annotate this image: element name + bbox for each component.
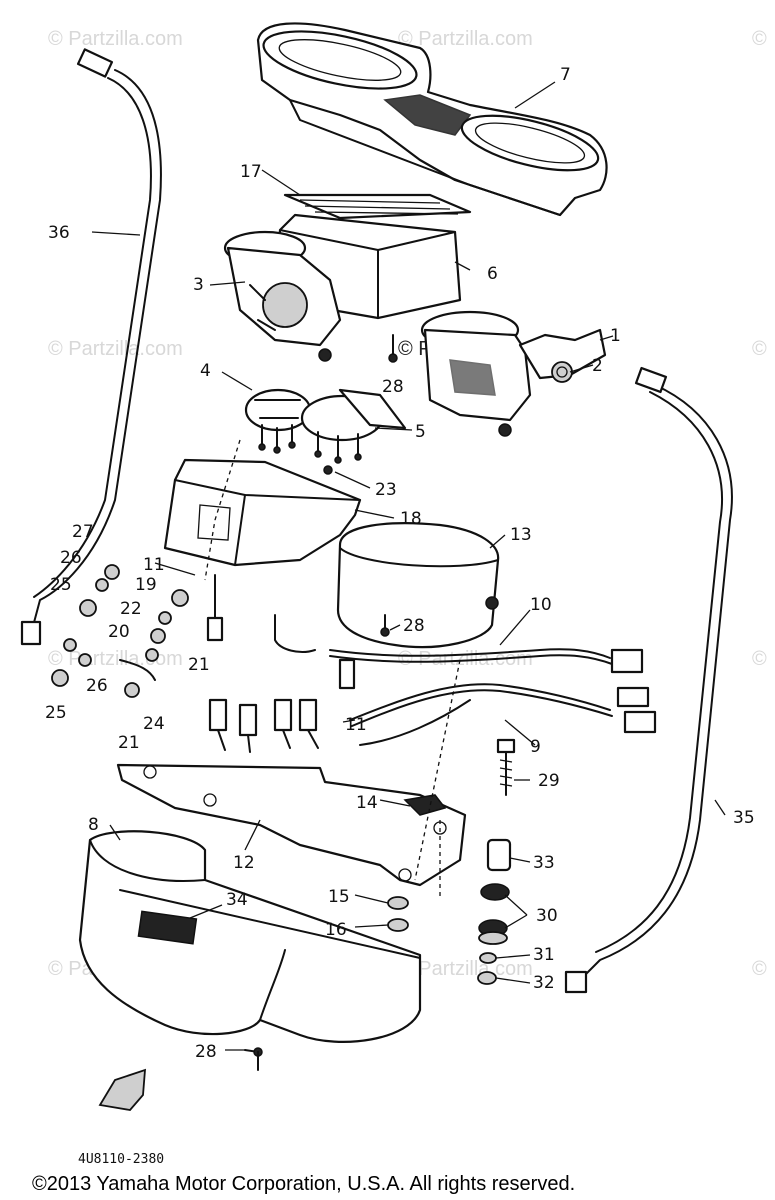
callout-24: 24: [143, 714, 165, 734]
gasket-part-17: [283, 193, 472, 220]
callout-17: 17: [240, 162, 262, 182]
meter-cable-part-35: [564, 366, 733, 994]
bolt-part-29: [496, 738, 516, 796]
watermark: ©: [752, 338, 767, 360]
callout-3: 3: [193, 275, 204, 295]
callout-26a: 26: [60, 548, 82, 568]
callout-26b: 26: [86, 676, 108, 696]
callout-7: 7: [560, 65, 571, 85]
callout-33: 33: [533, 853, 555, 873]
lamp-board-part-5: [300, 388, 407, 464]
callout-4: 4: [200, 361, 211, 381]
callout-9: 9: [530, 737, 541, 757]
lower-cover-part-8: [78, 830, 422, 1043]
meter-case-part-18: [163, 458, 362, 567]
callout-15: 15: [328, 887, 350, 907]
callout-25a: 25: [50, 575, 72, 595]
screw-part-28-lower: [244, 1047, 263, 1071]
front-arrow-mark: [98, 1068, 147, 1111]
watermark: ©: [752, 648, 767, 670]
bulb-socket-part-11-lower: [208, 698, 319, 753]
callout-20: 20: [108, 622, 130, 642]
washer-part-31: [479, 952, 497, 964]
callout-labels: 1 2 3 4 5 6 7 8 9 10 11 11 12 13 14 15 1…: [45, 65, 755, 1062]
wire-harness-part-9: [349, 683, 657, 746]
watermark: © Partzilla.com: [398, 958, 533, 980]
callout-25b: 25: [45, 703, 67, 723]
bulb-socket-part-11-upper: [206, 574, 356, 690]
callout-35: 35: [733, 808, 755, 828]
callout-14: 14: [356, 793, 378, 813]
callout-18: 18: [400, 509, 422, 529]
watermark: ©: [752, 958, 767, 980]
leader-lines: [91, 81, 726, 1051]
callout-11a: 11: [143, 555, 165, 575]
callout-34: 34: [226, 890, 248, 910]
callout-11b: 11: [345, 715, 367, 735]
washers-part-15-16: [387, 896, 409, 932]
damper-part-30: [478, 883, 510, 945]
callout-36: 36: [48, 223, 70, 243]
wire-harness-part-10: [329, 648, 644, 674]
screw-part-28-upper: [388, 334, 398, 363]
callout-28c: 28: [195, 1042, 217, 1062]
meter-top-cover-part-7: [256, 22, 608, 217]
emblem-part-34: [137, 910, 198, 945]
watermark: © Partzilla.com: [398, 28, 533, 50]
copyright-notice: ©2013 Yamaha Motor Corporation, U.S.A. A…: [32, 1173, 575, 1195]
callout-28a: 28: [382, 377, 404, 397]
callout-6: 6: [487, 264, 498, 284]
tachometer-fitting-part-2: [551, 361, 573, 383]
meter-bracket-part-12: [116, 763, 467, 887]
callout-32: 32: [533, 973, 555, 993]
diagram-code: 4U8110-2380: [78, 1152, 164, 1167]
tachometer-part-1: [420, 310, 607, 437]
meter-cable-part-36: [20, 48, 162, 646]
callout-10: 10: [530, 595, 552, 615]
small-parts-left: [51, 564, 189, 698]
callout-22: 22: [120, 599, 142, 619]
watermark: ©: [752, 28, 767, 50]
speedometer-part-3: [223, 230, 342, 362]
callout-21b: 21: [118, 733, 140, 753]
watermark: © Partzilla.com: [48, 338, 183, 360]
callout-31: 31: [533, 945, 555, 965]
callout-29: 29: [538, 771, 560, 791]
callout-27: 27: [72, 522, 94, 542]
lamp-board-part-4: [244, 388, 312, 454]
assembly-guide-lines: [204, 439, 461, 900]
callout-2: 2: [592, 356, 603, 376]
callout-12: 12: [233, 853, 255, 873]
meter-cup-part-13: [336, 522, 500, 649]
callout-30: 30: [536, 906, 558, 926]
callout-21a: 21: [188, 655, 210, 675]
callout-13: 13: [510, 525, 532, 545]
screw-part-28-mid: [380, 614, 390, 637]
watermark: © Partzilla.com: [48, 28, 183, 50]
callout-19: 19: [135, 575, 157, 595]
callout-28b: 28: [403, 616, 425, 636]
callout-23: 23: [375, 480, 397, 500]
callout-5: 5: [415, 422, 426, 442]
collar-part-33: [486, 838, 512, 872]
callout-8: 8: [88, 815, 99, 835]
callout-1: 1: [610, 326, 621, 346]
callout-16: 16: [325, 920, 347, 940]
nut-part-32: [477, 971, 497, 985]
plate-part-14: [403, 794, 447, 816]
screw-part-23: [323, 465, 333, 475]
